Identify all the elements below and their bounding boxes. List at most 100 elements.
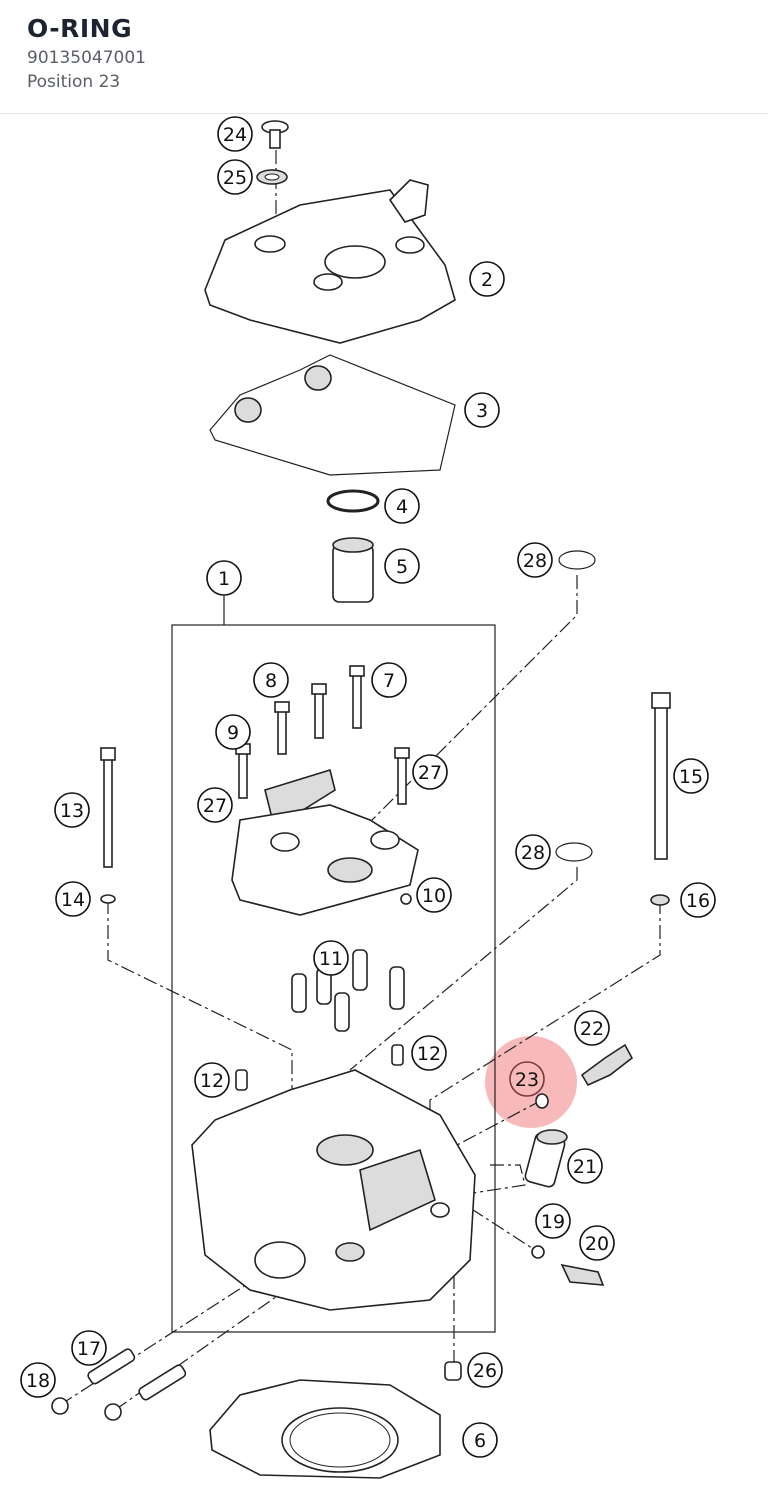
- highlight-marker: [485, 1036, 577, 1128]
- callout-circle: [680, 882, 716, 918]
- callout-label: 20: [585, 1233, 609, 1255]
- washer-19: [531, 1245, 545, 1259]
- washer-14: [100, 894, 116, 904]
- callout-circle: [535, 1203, 571, 1239]
- callout-20[interactable]: 20: [579, 1225, 615, 1261]
- ring-4: [326, 489, 380, 513]
- callout-18[interactable]: 18: [20, 1362, 56, 1398]
- callout-label: 14: [61, 889, 85, 911]
- callout-circle: [574, 1010, 610, 1046]
- dowel-12-left: [235, 1069, 248, 1091]
- callout-label: 27: [203, 795, 227, 817]
- callout-5[interactable]: 5: [384, 548, 420, 584]
- part-position: Position 23: [27, 72, 121, 92]
- callout-label: 19: [541, 1211, 565, 1233]
- callout-17[interactable]: 17: [71, 1330, 107, 1366]
- callout-27[interactable]: 27: [197, 787, 233, 823]
- callout-23[interactable]: 23: [509, 1061, 545, 1097]
- callout-12[interactable]: 12: [411, 1035, 447, 1071]
- callout-27[interactable]: 27: [412, 754, 448, 790]
- callout-label: 13: [60, 800, 84, 822]
- callout-circle: [673, 758, 709, 794]
- part-number: 90135047001: [27, 48, 146, 68]
- callout-circle: [20, 1362, 56, 1398]
- callout-label: 7: [383, 670, 395, 692]
- callout-6[interactable]: 6: [462, 1422, 498, 1458]
- head-gasket-6: [209, 1379, 441, 1479]
- callout-8[interactable]: 8: [253, 662, 289, 698]
- callout-26[interactable]: 26: [467, 1352, 503, 1388]
- callout-circle: [464, 392, 500, 428]
- callout-label: 25: [223, 167, 247, 189]
- pin-17-right: [138, 1364, 187, 1401]
- callout-4[interactable]: 4: [384, 488, 420, 524]
- bolt-24: [261, 120, 289, 149]
- sensor-20: [560, 1263, 605, 1286]
- callout-circle: [509, 1061, 545, 1097]
- callout-1[interactable]: 1: [206, 560, 242, 596]
- callout-circle: [71, 1330, 107, 1366]
- callout-label: 12: [200, 1070, 224, 1092]
- sensor-22: [580, 1043, 634, 1087]
- callout-circle: [313, 940, 349, 976]
- bolt-13: [100, 747, 116, 868]
- callout-24[interactable]: 24: [217, 116, 253, 152]
- callout-3[interactable]: 3: [464, 392, 500, 428]
- bolt-18-right: [104, 1403, 122, 1421]
- bolt-15: [651, 692, 671, 860]
- callout-25[interactable]: 25: [217, 159, 253, 195]
- callout-circle: [194, 1062, 230, 1098]
- cylinder-head: [191, 1069, 476, 1311]
- callout-label: 6: [474, 1430, 486, 1452]
- assembly-frame: [171, 624, 496, 1333]
- callout-21[interactable]: 21: [567, 1148, 603, 1184]
- callout-circle: [371, 662, 407, 698]
- callout-label: 21: [573, 1156, 597, 1178]
- callout-circle: [411, 1035, 447, 1071]
- screw-10: [400, 893, 412, 905]
- callout-28[interactable]: 28: [517, 542, 553, 578]
- callout-15[interactable]: 15: [673, 758, 709, 794]
- callout-circle: [462, 1422, 498, 1458]
- sleeve-21: [524, 1129, 568, 1188]
- callout-label: 11: [319, 948, 343, 970]
- o-ring-28-top: [558, 550, 596, 570]
- plug-26: [444, 1361, 462, 1381]
- callout-11[interactable]: 11: [313, 940, 349, 976]
- callout-28[interactable]: 28: [515, 834, 551, 870]
- callout-circle: [579, 1225, 615, 1261]
- callout-label: 10: [422, 885, 446, 907]
- callout-label: 5: [396, 556, 408, 578]
- dowel-12-right: [391, 1044, 404, 1066]
- callout-12[interactable]: 12: [194, 1062, 230, 1098]
- callout-circle: [384, 548, 420, 584]
- callout-16[interactable]: 16: [680, 882, 716, 918]
- callout-label: 24: [223, 124, 247, 146]
- callout-circle: [55, 881, 91, 917]
- o-ring-28-bottom: [555, 842, 593, 862]
- callout-19[interactable]: 19: [535, 1203, 571, 1239]
- washer-25: [256, 169, 288, 185]
- callout-label: 9: [227, 722, 239, 744]
- callout-2[interactable]: 2: [469, 261, 505, 297]
- callout-circle: [416, 877, 452, 913]
- callout-circle: [469, 261, 505, 297]
- gasket-3: [209, 354, 456, 476]
- part-title: O-RING: [27, 14, 133, 43]
- part-header: O-RING 90135047001 Position 23: [0, 0, 768, 114]
- pin-17-left: [87, 1348, 136, 1385]
- valve-guides-11: [291, 949, 405, 1032]
- callout-circle: [215, 714, 251, 750]
- callout-circle: [217, 116, 253, 152]
- callout-22[interactable]: 22: [574, 1010, 610, 1046]
- camshaft-carrier: [231, 804, 419, 916]
- callout-circle: [206, 560, 242, 596]
- callout-circle: [517, 542, 553, 578]
- callout-7[interactable]: 7: [371, 662, 407, 698]
- callout-10[interactable]: 10: [416, 877, 452, 913]
- callout-13[interactable]: 13: [54, 792, 90, 828]
- callout-14[interactable]: 14: [55, 881, 91, 917]
- callout-9[interactable]: 9: [215, 714, 251, 750]
- callout-label: 28: [521, 842, 545, 864]
